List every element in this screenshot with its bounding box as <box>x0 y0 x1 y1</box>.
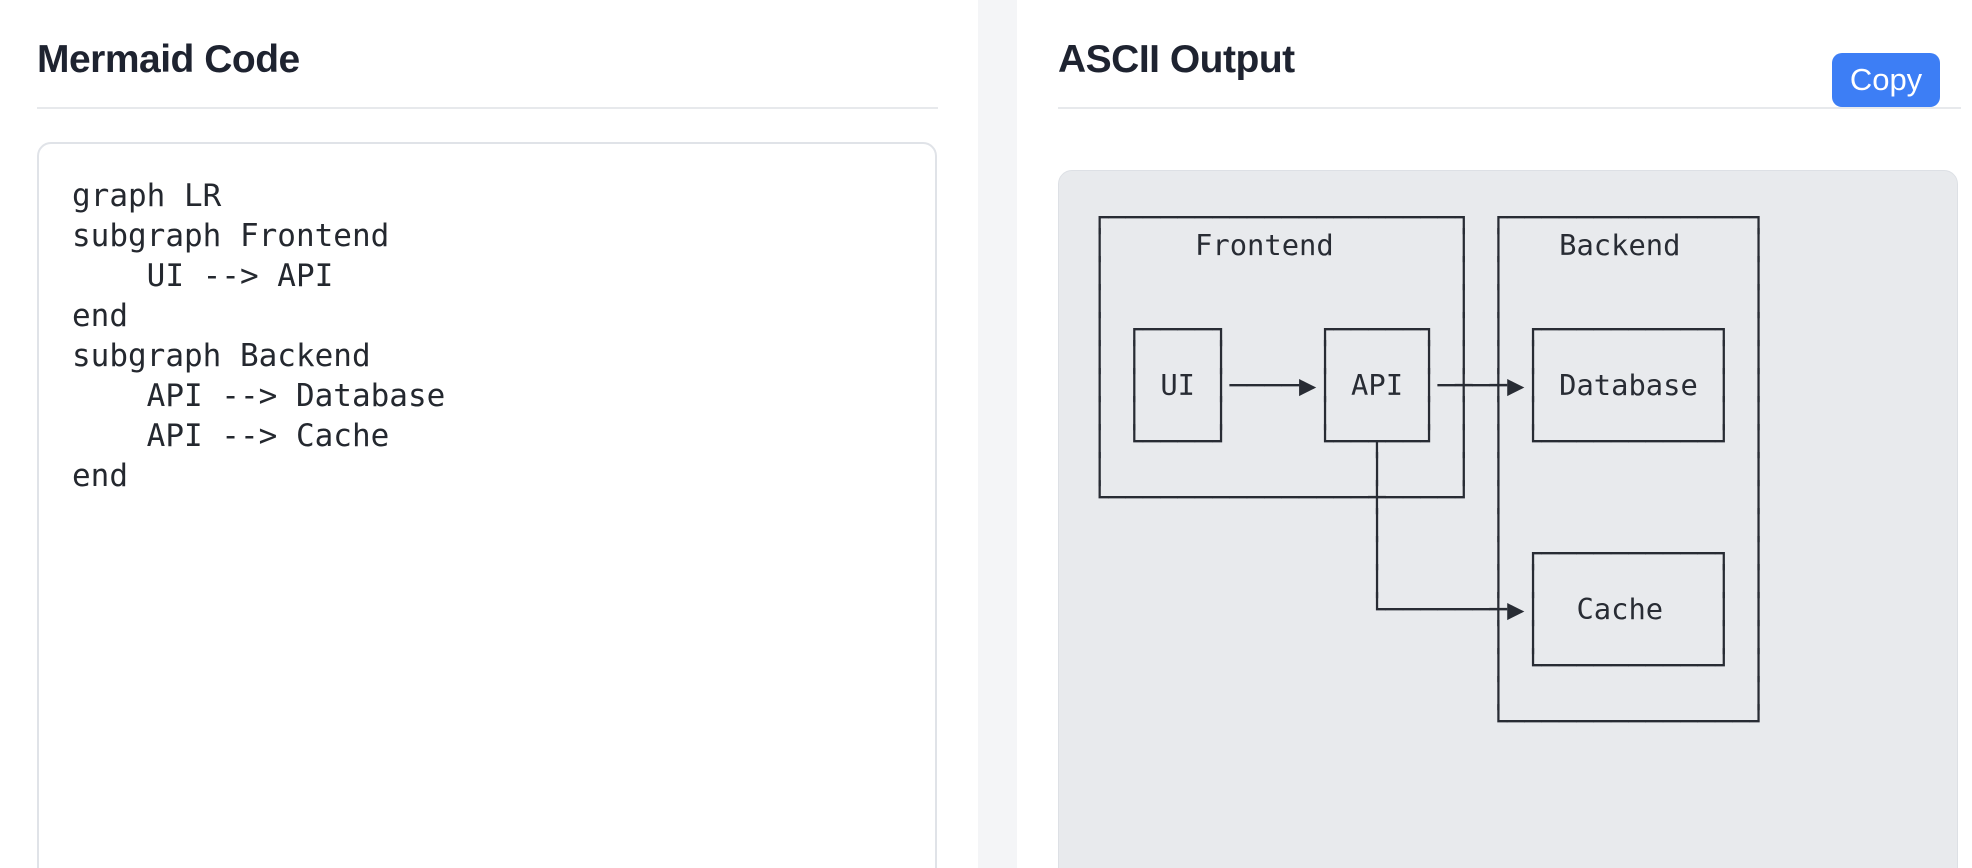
right-panel-divider <box>1058 107 1961 109</box>
ascii-output-box: ┌────────────────────┐ ┌──────────────┐ … <box>1058 170 1958 868</box>
mermaid-code-input[interactable]: graph LR subgraph Frontend UI --> API en… <box>39 144 935 868</box>
code-editor-box: graph LR subgraph Frontend UI --> API en… <box>37 142 937 868</box>
left-panel-divider <box>37 107 938 109</box>
mermaid-code-panel: Mermaid Code graph LR subgraph Frontend … <box>0 0 978 868</box>
ascii-diagram: ┌────────────────────┐ ┌──────────────┐ … <box>1091 200 1768 738</box>
copy-button[interactable]: Copy <box>1832 53 1940 107</box>
mermaid-code-title: Mermaid Code <box>37 38 300 81</box>
ascii-output-panel: ASCII Output Copy ┌────────────────────┐… <box>1017 0 1972 868</box>
ascii-output-title: ASCII Output <box>1058 38 1295 81</box>
